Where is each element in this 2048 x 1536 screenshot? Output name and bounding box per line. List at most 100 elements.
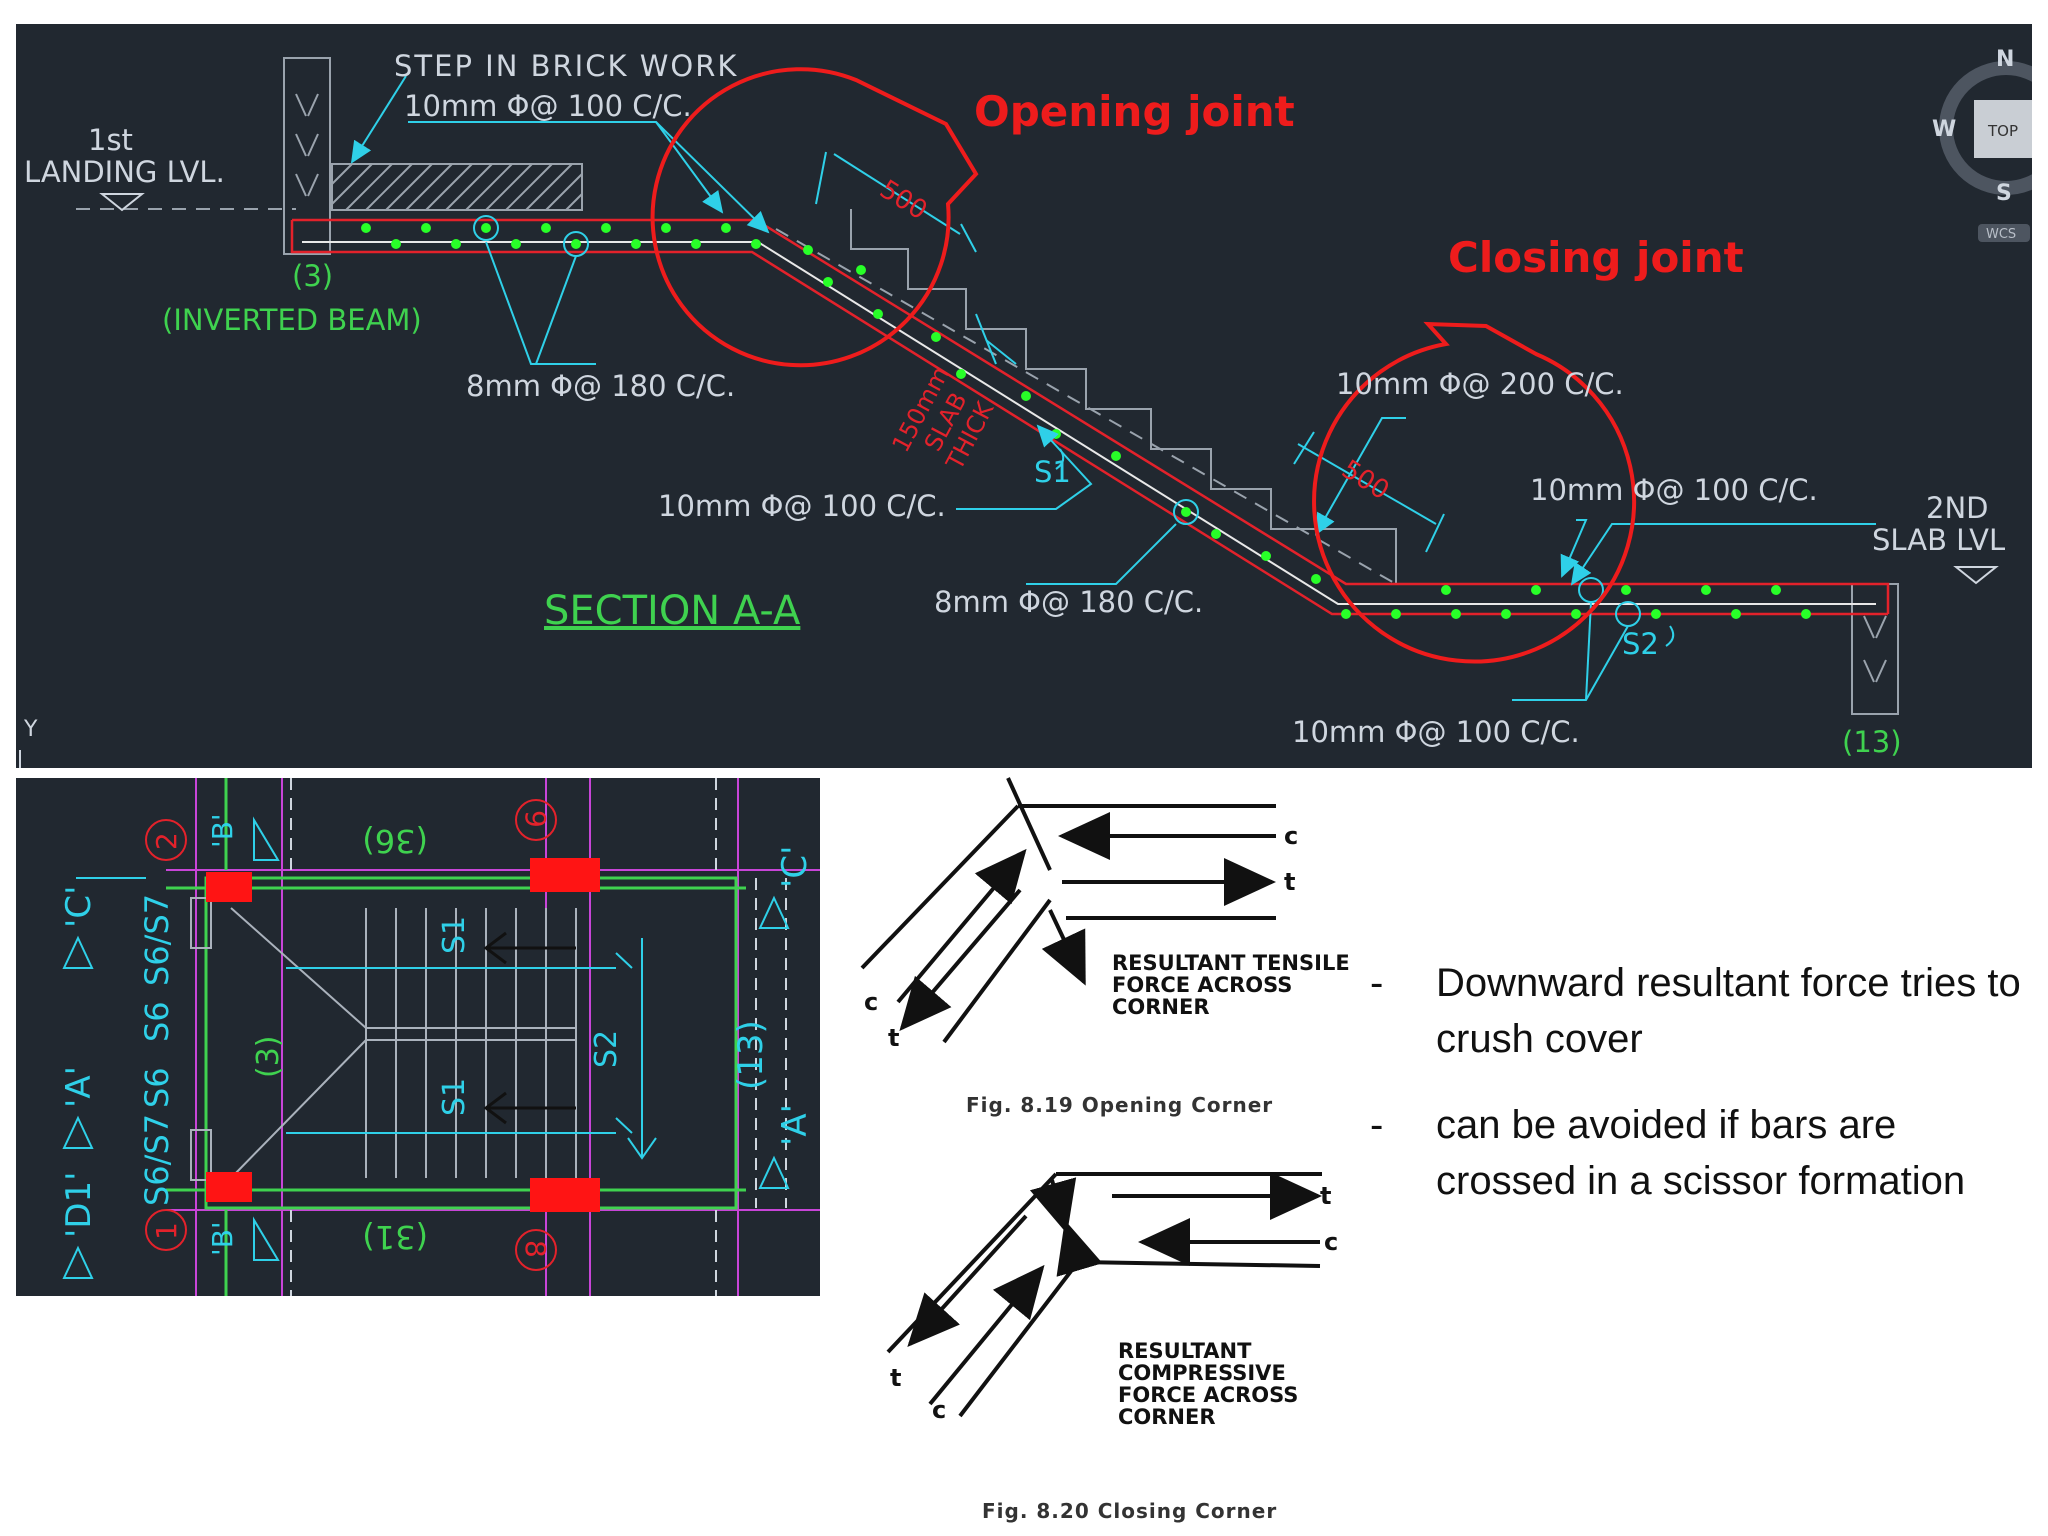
landing-label-line2: LANDING LVL. xyxy=(24,155,225,189)
stair-treads xyxy=(190,897,577,1181)
beam-13-label: (13) xyxy=(731,1020,771,1090)
bar-right-top-label: 10mm Φ@ 100 C/C. xyxy=(1530,473,1818,507)
closing-resultant-line1: RESULTANT xyxy=(1118,1339,1252,1363)
opening-resultant-line3: CORNER xyxy=(1112,995,1210,1019)
distribution-bars xyxy=(361,223,1811,619)
brick-work-hatch xyxy=(331,163,583,211)
closing-c-left: c xyxy=(932,1396,946,1424)
level-markers xyxy=(99,193,1999,585)
closing-corner-bars xyxy=(886,1172,1322,1418)
second-slab-label-line2: SLAB LVL xyxy=(1872,523,2005,557)
closing-c-right: c xyxy=(1324,1228,1338,1256)
grid-bubbles xyxy=(145,799,557,1271)
closing-joint-label: Closing joint xyxy=(1448,233,1744,282)
bar-top-right-label: 10mm Φ@ 200 C/C. xyxy=(1336,367,1624,401)
opening-joint-label: Opening joint xyxy=(974,87,1295,136)
grid-d1-label: 'D1' xyxy=(59,1171,99,1238)
opening-corner-svg: c t c t RESULTANT TENSILE FORCE ACROSS C… xyxy=(860,777,1350,1117)
grid-8-label: 8 xyxy=(519,1240,552,1258)
grid-triangles xyxy=(62,816,790,1279)
grid-a-right-label: 'A' xyxy=(775,1104,815,1146)
slab-thickness-label: 150mm SLAB THICK xyxy=(887,362,1000,475)
svg-text:TOP: TOP xyxy=(1987,122,2018,140)
closing-resultant-line3: FORCE ACROSS xyxy=(1118,1383,1298,1407)
grid-a-left-label: 'A' xyxy=(59,1066,99,1108)
slab-s6s7-upper-label: S6/S7 xyxy=(138,894,176,986)
section-title: SECTION A-A xyxy=(544,588,801,634)
opening-caption: Fig. 8.19 Opening Corner xyxy=(966,1093,1273,1117)
beam-3-label: (3) xyxy=(251,1036,286,1079)
dim-500-a-label: 500 xyxy=(874,174,932,226)
s1-tag: S1 xyxy=(1034,455,1071,489)
svg-text:W: W xyxy=(1932,117,1956,142)
bar-dist-mid-label: 8mm Φ@ 180 C/C. xyxy=(934,585,1203,619)
columns xyxy=(206,858,600,1212)
opening-t-left: t xyxy=(888,1024,899,1052)
opening-c-right: c xyxy=(1284,822,1298,850)
grid-1-label: 1 xyxy=(150,1222,183,1240)
flight-s1-b-label: S1 xyxy=(437,1078,472,1116)
closing-joint-highlight xyxy=(1312,321,1637,664)
inverted-beam-label: (INVERTED BEAM) xyxy=(162,303,422,337)
bar-top-left-label: 10mm Φ@ 100 C/C. xyxy=(404,89,692,123)
section-a-a-drawing: STEP IN BRICK WORK 1st LANDING LVL. (3) … xyxy=(16,24,2048,768)
second-slab-label-line1: 2ND xyxy=(1926,491,1988,525)
landing-label-line1: 1st xyxy=(88,123,133,157)
dashed-lines xyxy=(290,778,787,1296)
flight-arrows xyxy=(76,877,657,1160)
plan-svg: 2 'B' 9 1 'B' 8 'C' 'C' 'A' 'A' 'D1' (36… xyxy=(59,778,820,1296)
slab-s6s7-lower-label: S6/S7 xyxy=(138,1114,176,1206)
bar-dist-left-label: 8mm Φ@ 180 C/C. xyxy=(466,369,735,403)
closing-corner-figure: t c t c RESULTANT COMPRESSIVE FORCE ACRO… xyxy=(880,1150,1380,1530)
note-item: - can be avoided if bars are crossed in … xyxy=(1370,1097,2030,1209)
beam-36-label: (36) xyxy=(362,822,428,860)
dimension-500 xyxy=(815,151,1445,553)
staircase-plan-drawing: 2 'B' 9 1 'B' 8 'C' 'C' 'A' 'A' 'D1' (36… xyxy=(16,778,820,1296)
s2-tag: S2 xyxy=(1622,627,1659,661)
opening-resultant-line1: RESULTANT TENSILE xyxy=(1112,951,1350,975)
flight-s1-a-label: S1 xyxy=(437,916,472,954)
landing-s2-label: S2 xyxy=(589,1030,624,1068)
grid-9-label: 9 xyxy=(519,810,552,828)
slab-s6-a-label: S6 xyxy=(138,1001,176,1042)
section-svg: STEP IN BRICK WORK 1st LANDING LVL. (3) … xyxy=(19,47,2048,768)
closing-resultant-line4: CORNER xyxy=(1118,1405,1216,1429)
slab-s6-b-label: S6 xyxy=(138,1067,176,1108)
step-in-brick-work-label: STEP IN BRICK WORK xyxy=(394,49,738,83)
y-axis-label: Y xyxy=(23,717,38,742)
right-beam-label: (13) xyxy=(1842,725,1902,759)
main-rebar xyxy=(302,241,1876,605)
closing-corner-svg: t c t c RESULTANT COMPRESSIVE FORCE ACRO… xyxy=(886,1172,1338,1523)
stair-steps xyxy=(850,209,1397,584)
opening-joint-highlight xyxy=(650,67,979,368)
dim-500-b-label: 500 xyxy=(1336,454,1394,506)
note-text: Downward resultant force tries to crush … xyxy=(1436,961,2021,1061)
opening-c-left: c xyxy=(864,988,878,1016)
slab-outline xyxy=(292,218,1890,614)
grid-b-top-label: 'B' xyxy=(206,813,239,848)
note-text: can be avoided if bars are crossed in a … xyxy=(1436,1103,1966,1203)
bar-main-s1-label: 10mm Φ@ 100 C/C. xyxy=(658,489,946,523)
bar-bottom-right-label: 10mm Φ@ 100 C/C. xyxy=(1292,715,1580,749)
grid-2-label: 2 xyxy=(150,832,183,850)
note-bullet: - xyxy=(1370,961,1384,1005)
svg-text:S: S xyxy=(1996,181,2012,206)
beam-number-label: (3) xyxy=(292,259,333,293)
notes-list: - Downward resultant force tries to crus… xyxy=(1370,955,2030,1239)
up-arrows xyxy=(483,931,576,1125)
opening-resultant-line2: FORCE ACROSS xyxy=(1112,973,1292,997)
grid-c-left-label: 'C' xyxy=(59,886,99,928)
leader-lines xyxy=(350,75,1876,701)
grid-b-bottom-label: 'B' xyxy=(206,1221,239,1256)
closing-t-right: t xyxy=(1320,1182,1331,1210)
svg-text:WCS: WCS xyxy=(1986,227,2016,242)
note-item: - Downward resultant force tries to crus… xyxy=(1370,955,2030,1067)
opening-corner-bars xyxy=(860,777,1276,1044)
note-bullet: - xyxy=(1370,1103,1384,1147)
slab-outline-bottom xyxy=(290,220,1888,616)
svg-text:N: N xyxy=(1996,47,2014,72)
view-cube: TOP N W S WCS xyxy=(1932,47,2048,242)
beam-31-label: (31) xyxy=(362,1218,428,1256)
opening-t-right: t xyxy=(1284,868,1295,896)
grid-c-right-label: 'C' xyxy=(775,846,815,888)
